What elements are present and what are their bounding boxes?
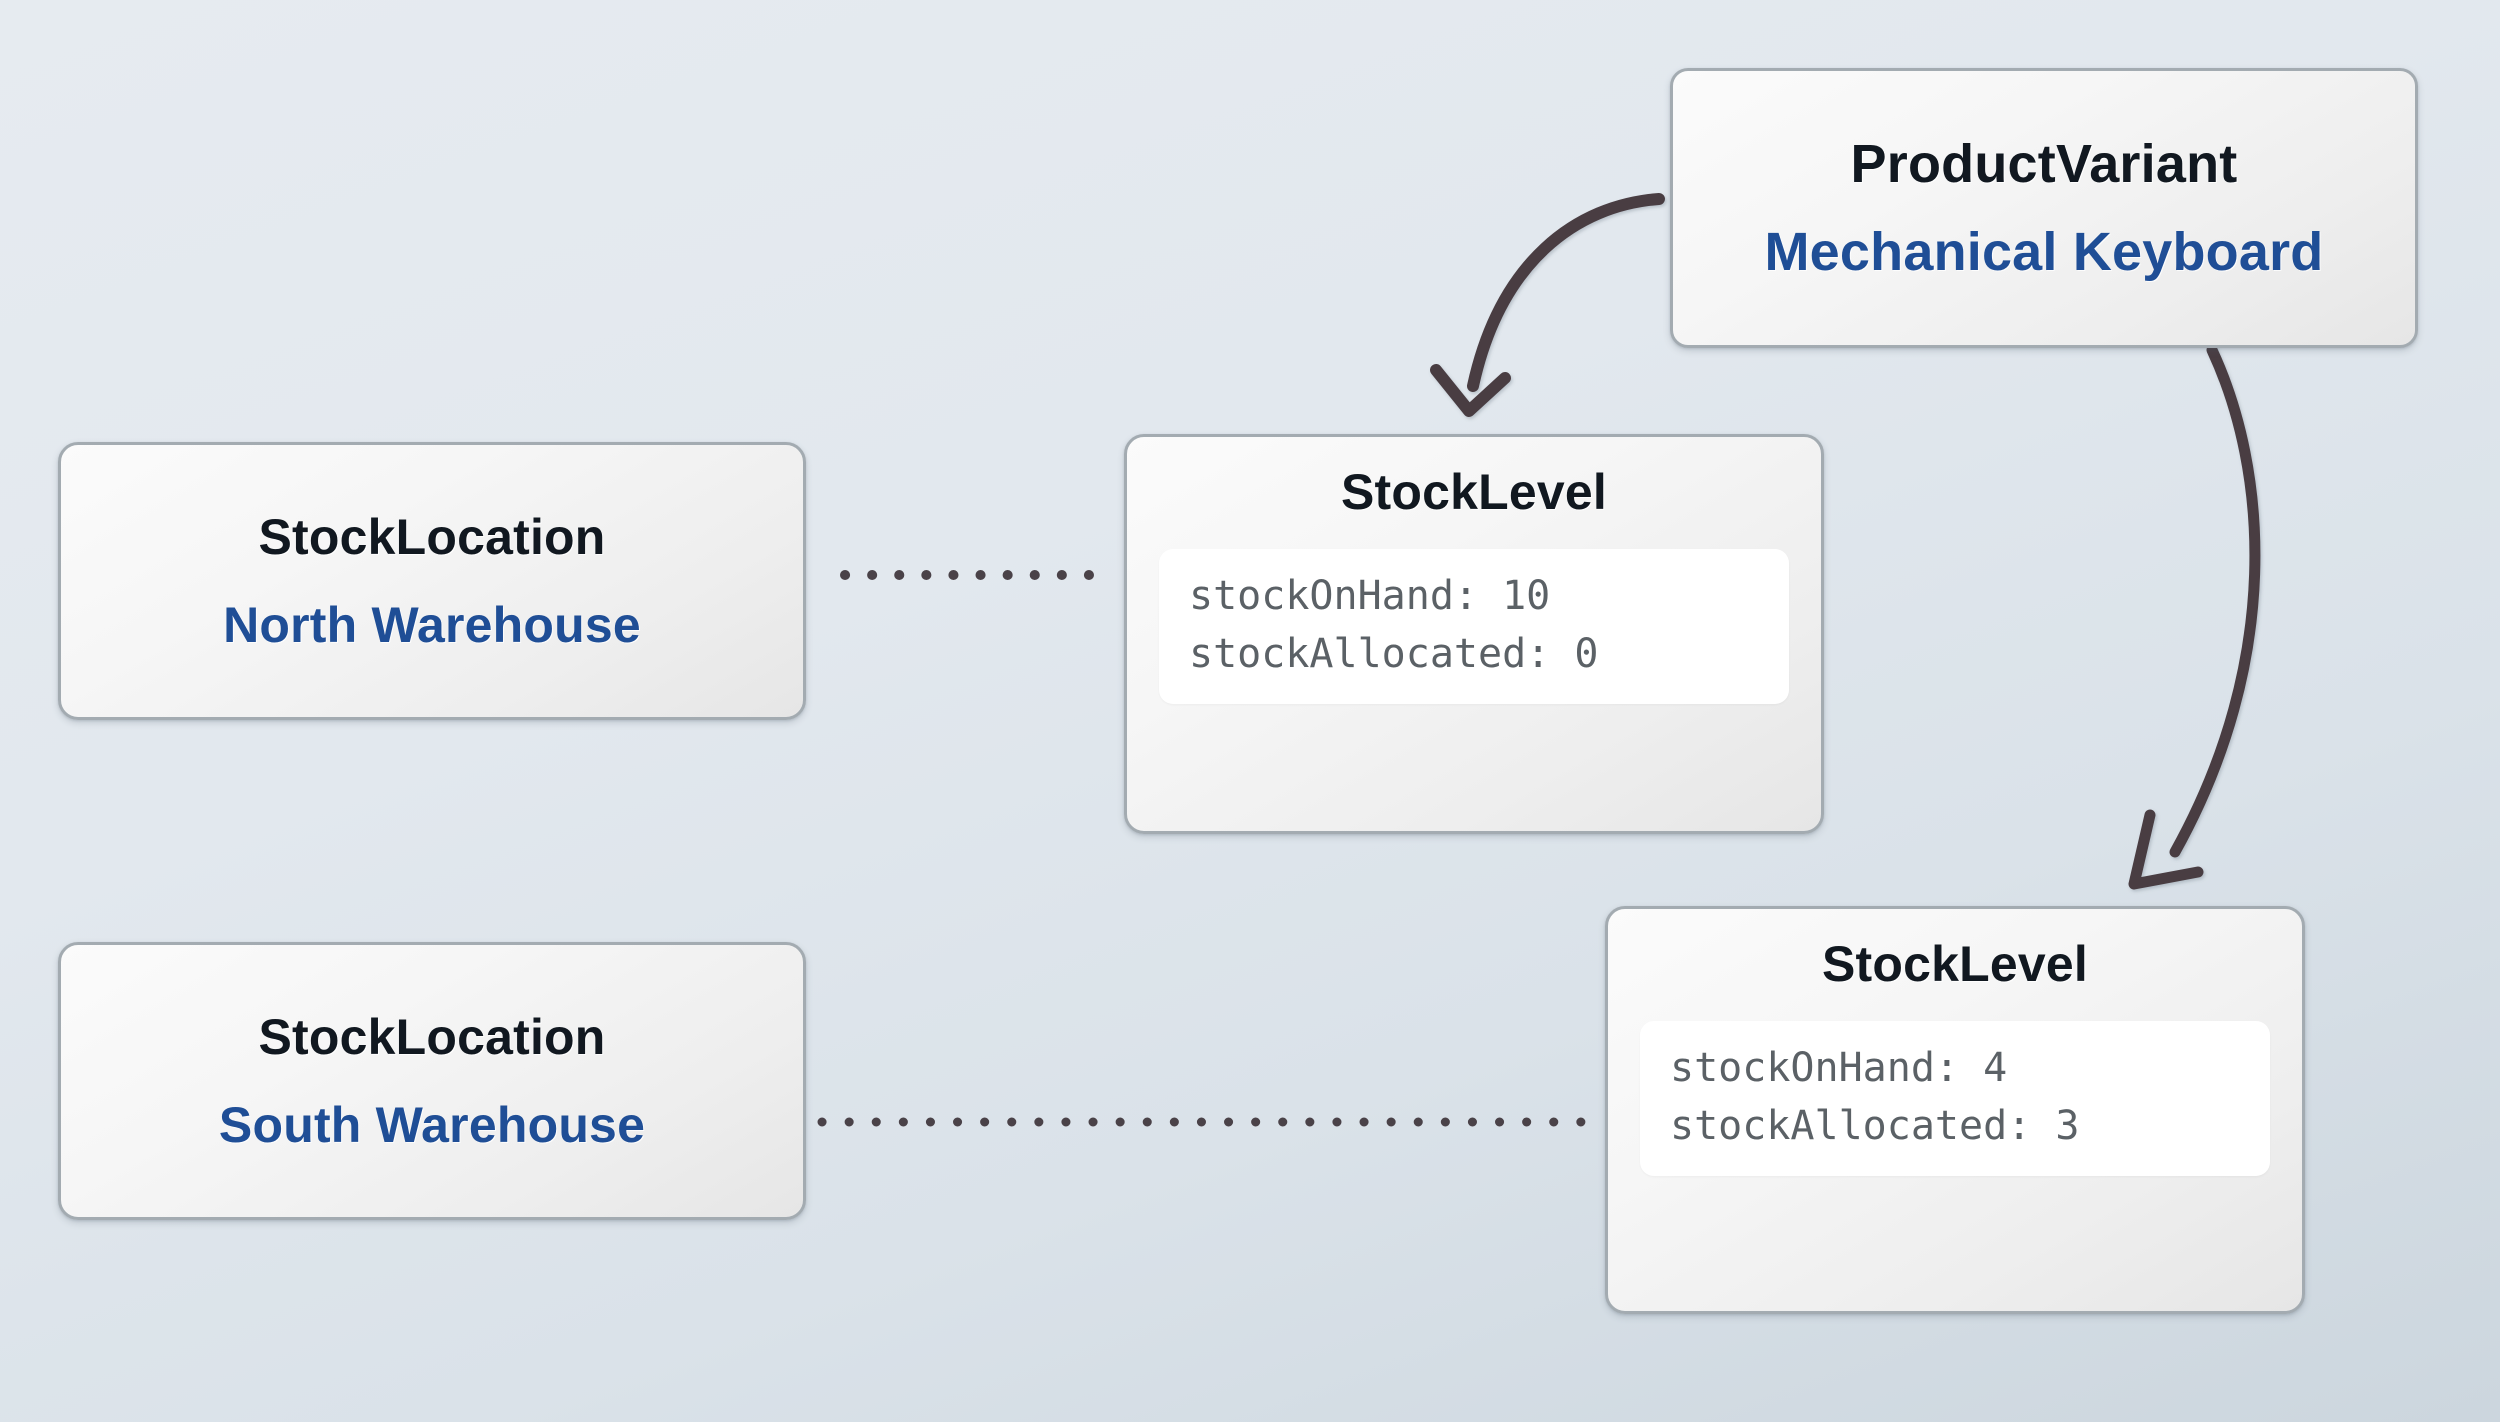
edge-variant-to-level-1 (1430, 193, 1665, 417)
node-type-label: ProductVariant (1850, 134, 2238, 194)
field-stock-allocated: stockAllocated: 3 (1670, 1103, 2080, 1150)
node-name-label: South Warehouse (218, 1097, 646, 1153)
node-name-label: Mechanical Keyboard (1764, 222, 2324, 282)
node-type-label: StockLevel (1340, 464, 1607, 520)
stock-level-fields-box: stockOnHand: 4 stockAllocated: 3 (1640, 1021, 2270, 1176)
node-type-label: StockLocation (258, 1009, 606, 1065)
node-stock-level-north[interactable]: StockLevel stockOnHand: 10 stockAllocate… (1124, 434, 1824, 834)
node-product-variant[interactable]: ProductVariant Mechanical Keyboard (1670, 68, 2418, 348)
stock-level-fields-box: stockOnHand: 10 stockAllocated: 0 (1159, 549, 1789, 704)
node-stock-location-south[interactable]: StockLocation South Warehouse (58, 942, 806, 1220)
edge-variant-to-level-2 (2128, 344, 2261, 890)
node-type-label: StockLevel (1821, 936, 2088, 992)
field-stock-on-hand: stockOnHand: 4 (1670, 1045, 2008, 1091)
node-name-label: North Warehouse (223, 597, 641, 653)
field-stock-allocated: stockAllocated: 0 (1189, 631, 1599, 678)
node-stock-location-north[interactable]: StockLocation North Warehouse (58, 442, 806, 720)
node-stock-level-south[interactable]: StockLevel stockOnHand: 4 stockAllocated… (1605, 906, 2305, 1314)
field-stock-on-hand: stockOnHand: 10 (1189, 573, 1551, 619)
node-type-label: StockLocation (258, 509, 606, 565)
